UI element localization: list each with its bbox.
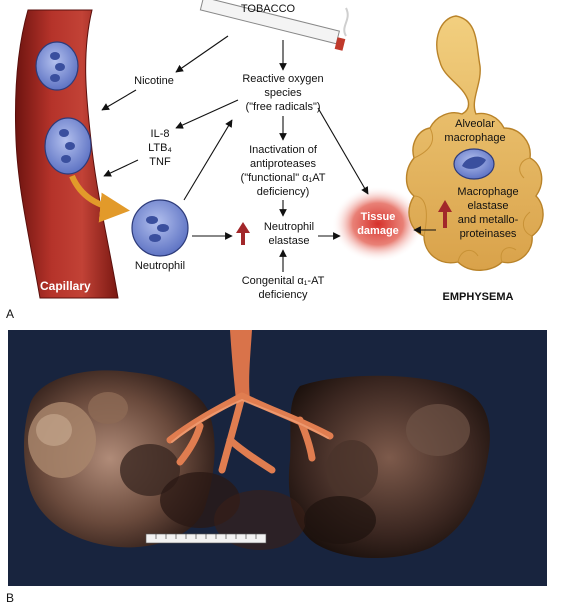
tobacco-label: TOBACCO <box>241 3 296 15</box>
inactivation-line-4: deficiency) <box>257 186 310 198</box>
arrow-ros-to-cytokines <box>175 99 239 129</box>
vessel-cell-top <box>35 41 79 91</box>
inactivation-line-3: ("functional" α₁AT <box>241 172 326 184</box>
macrophage-elastase-line-3: and metallo- <box>458 214 519 226</box>
tissue-damage-node: Tissue damage <box>332 186 424 262</box>
increase-arrow-icon <box>236 222 250 245</box>
congenital-label: Congenital α₁-AT deficiency <box>242 275 325 301</box>
emphysema-label: EMPHYSEMA <box>443 291 514 303</box>
arrow-cytokines-to-capillary <box>103 159 139 177</box>
neutrophil-elastase-line-2: elastase <box>269 235 310 247</box>
neutrophil-elastase-label: Neutrophil elastase <box>264 221 314 247</box>
neutrophil-cell <box>131 199 189 257</box>
ros-line-2: species <box>264 87 302 99</box>
macrophage-elastase-line-1: Macrophage <box>457 186 518 198</box>
ros-label: Reactive oxygen species ("free radicals"… <box>242 73 323 113</box>
arrow-tobacco-to-nicotine <box>175 35 229 73</box>
neutrophil-elastase-line-1: Neutrophil <box>264 221 314 233</box>
macrophage-elastase-line-4: proteinases <box>460 228 517 240</box>
alveolar-macrophage-line-1: Alveolar <box>455 118 495 130</box>
capillary-label: Capillary <box>40 279 91 293</box>
bronchi <box>166 392 334 474</box>
tissue-damage-line-1: Tissue <box>361 211 396 223</box>
alveolar-macrophage-line-2: macrophage <box>444 132 505 144</box>
congenital-line-1: Congenital α₁-AT <box>242 275 325 287</box>
cigarette-icon <box>199 0 349 51</box>
scale-ruler <box>145 533 267 544</box>
alveoli-shape <box>405 15 544 271</box>
vessel-cell-middle <box>44 117 92 175</box>
arrow-nicotine-to-capillary <box>101 89 137 111</box>
macrophage-increase-arrow-icon <box>438 200 452 228</box>
inactivation-line-2: antiproteases <box>250 158 317 170</box>
alveolar-macrophage-label: Alveolar macrophage <box>444 118 505 144</box>
cytokine-tnf: TNF <box>149 156 171 168</box>
macrophage-elastase-label: Macrophage elastase and metallo- protein… <box>457 186 518 240</box>
nicotine-label: Nicotine <box>134 75 174 87</box>
migration-arrow <box>69 174 130 223</box>
tissue-damage-line-2: damage <box>357 225 399 237</box>
macrophage-cell <box>453 148 495 180</box>
inactivation-label: Inactivation of antiproteases ("function… <box>241 144 326 198</box>
macrophage-elastase-line-2: elastase <box>468 200 509 212</box>
neutrophil-label: Neutrophil <box>135 260 185 272</box>
trachea <box>230 330 252 400</box>
cytokine-il8: IL-8 <box>151 128 170 140</box>
panel-b-letter: B <box>6 591 14 605</box>
cytokine-ltb4: LTB₄ <box>148 142 172 154</box>
inactivation-line-1: Inactivation of <box>249 144 318 156</box>
specimen-photograph <box>8 330 547 586</box>
congenital-line-2: deficiency <box>259 289 308 301</box>
cytokines-label: IL-8 LTB₄ TNF <box>148 128 172 168</box>
arrow-neutrophil-to-ros <box>183 119 233 201</box>
pathway-arrows <box>101 35 436 272</box>
panel-a-letter: A <box>6 307 14 321</box>
arrow-ros-to-tissue <box>317 107 369 195</box>
ros-line-3: ("free radicals") <box>245 101 320 113</box>
ros-line-1: Reactive oxygen <box>242 73 323 85</box>
